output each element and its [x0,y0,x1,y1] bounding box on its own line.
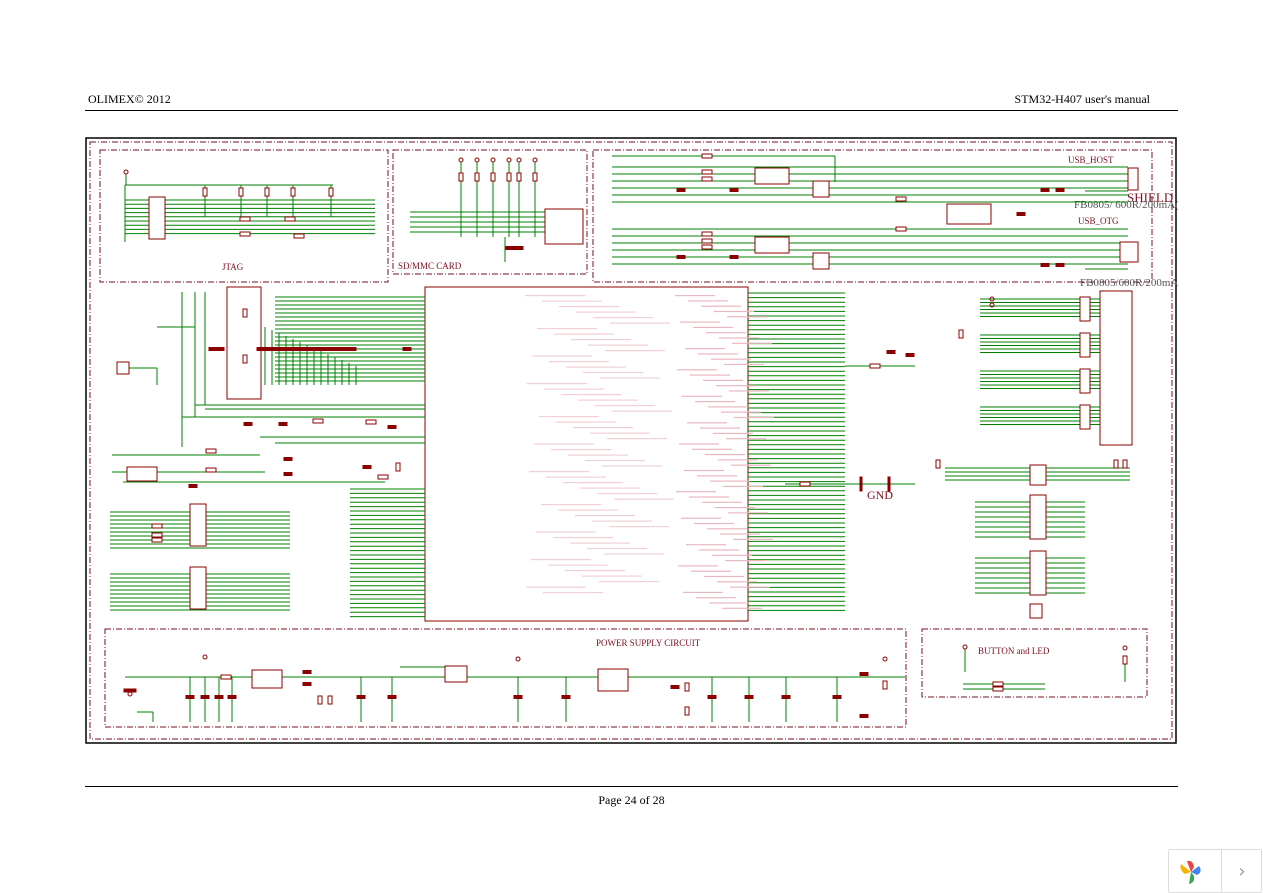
power-label: POWER SUPPLY CIRCUIT [596,638,701,648]
gnd-label: GND [867,488,893,502]
inner-frame [89,141,1173,740]
sdmmc-frame [392,149,588,275]
page-number: Page 24 of 28 [598,793,665,807]
header-right: STM32-H407 user's manual [1014,92,1150,106]
ferrite-label-2: FB0805/600R/200mA(201209-6 [1080,277,1178,289]
components [116,153,1139,718]
jtag-frame [99,149,389,283]
sdmmc-label: SD/MMC CARD [398,261,462,271]
viewer-logo-icon [1180,860,1201,884]
header-left: OLIMEX© 2012 [88,92,171,106]
viewer-nav: › [1168,849,1262,893]
jtag-label: JTAG [222,262,244,272]
usb-host-label: USB_HOST [1068,155,1114,165]
schematic-diagram: JTAG SD/MMC CARD USB_HOST USB_OTG POWER … [85,137,1178,744]
power-frame [104,628,907,728]
outer-frame [85,137,1177,744]
usb-frame [592,149,1153,283]
footer-rule [85,786,1178,787]
pin-text [525,295,774,609]
chevron-right-icon[interactable]: › [1221,850,1262,892]
ferrite-label-1: FB0805/ 600R/200mA(201209-6 [1074,199,1178,211]
shield-label: SHIELD [1127,190,1173,205]
usb-otg-label: USB_OTG [1078,216,1119,226]
button-led-frame [921,628,1148,698]
button-led-label: BUTTON and LED [978,646,1050,656]
header-rule [85,110,1178,111]
